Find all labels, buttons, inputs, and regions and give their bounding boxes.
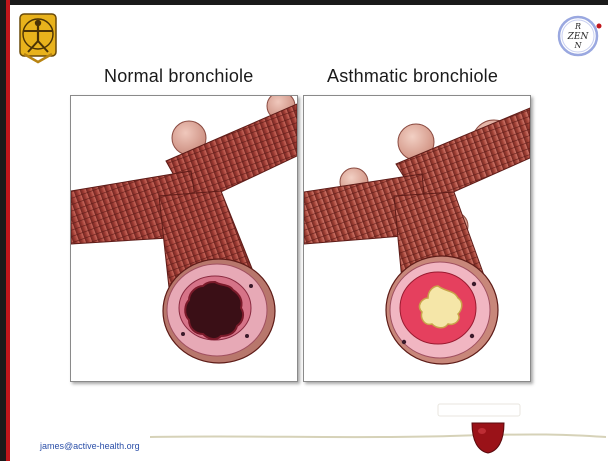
svg-text:N: N	[574, 41, 583, 50]
normal-bronchiole-label: Normal bronchiole	[104, 66, 253, 87]
asthmatic-bronchiole-label: Asthmatic bronchiole	[327, 66, 498, 87]
svg-text:R: R	[574, 22, 581, 31]
red-drop-icon	[468, 419, 508, 455]
vitruvian-man-logo-icon	[14, 10, 62, 64]
asthmatic-bronchiole-panel	[303, 95, 531, 382]
left-red-stripe	[6, 0, 10, 461]
footer-watermark-icon	[436, 400, 522, 420]
top-border	[0, 0, 608, 5]
rzen-logo-icon: R ZEN N	[556, 12, 604, 60]
footer-email[interactable]: james@active-health.org	[40, 441, 140, 451]
footer-decorative-line	[150, 429, 606, 443]
normal-bronchiole-panel	[70, 95, 298, 382]
normal-bronchiole-illustration	[71, 96, 297, 381]
asthmatic-bronchiole-illustration	[304, 96, 530, 381]
